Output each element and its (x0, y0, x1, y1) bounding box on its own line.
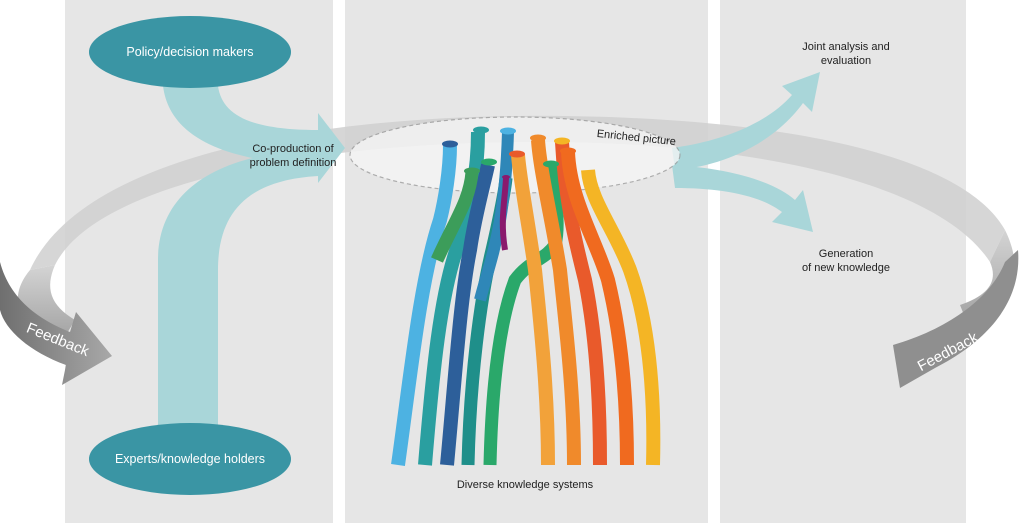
experts-node (89, 423, 291, 495)
strand-12 (561, 151, 634, 466)
joint-analysis-label-line1: Joint analysis and (802, 41, 889, 53)
strand-7 (474, 131, 514, 302)
strand-5 (483, 163, 564, 466)
strand-caps (442, 126, 576, 179)
knowledge-strands (391, 131, 661, 466)
strand-9 (511, 154, 555, 466)
strand-8 (499, 177, 509, 251)
generation-arrow (672, 165, 813, 232)
feedback-arrow-right (893, 250, 1019, 388)
feedback-arrow-left (0, 262, 112, 385)
generation-label-line2: of new knowledge (802, 262, 890, 274)
strand-13 (581, 169, 661, 466)
strand-3 (440, 163, 495, 466)
strand-11 (555, 141, 607, 466)
strand-1 (391, 144, 457, 466)
coproduction-label-line2: problem definition (250, 157, 337, 169)
strand-10 (531, 139, 581, 466)
generation-label-line1: Generation (819, 248, 873, 260)
policy-node (89, 16, 291, 88)
policy-node-label: Policy/decision makers (126, 45, 253, 59)
joint-analysis-label-line2: evaluation (821, 55, 871, 67)
right-panel (720, 0, 966, 523)
diverse-systems-label: Diverse knowledge systems (457, 479, 594, 491)
coproduction-label-line1: Co-production of (252, 143, 334, 155)
strand-6 (431, 171, 479, 263)
joint-analysis-arrow (672, 72, 820, 170)
experts-node-label: Experts/knowledge holders (115, 452, 265, 466)
experts-arrow (158, 150, 318, 425)
